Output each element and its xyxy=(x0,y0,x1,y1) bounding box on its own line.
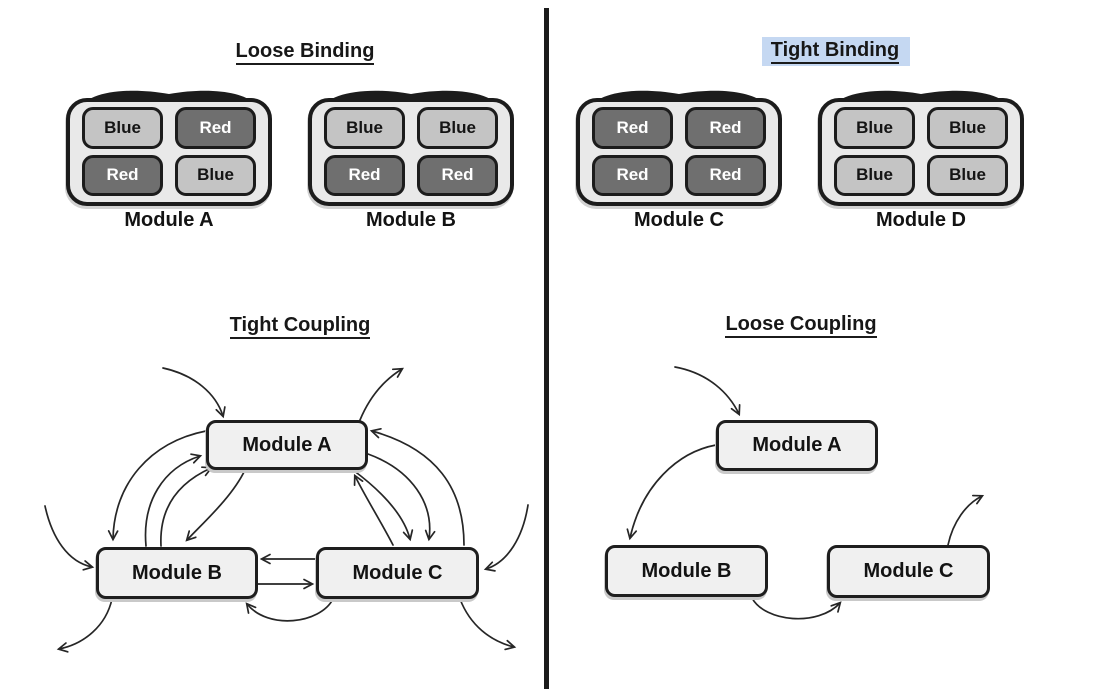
node-label: Module C xyxy=(352,561,443,584)
cell-red: Red xyxy=(417,154,498,196)
cell-blue: Blue xyxy=(927,107,1008,149)
cell-label: Blue xyxy=(197,165,234,185)
loose-coupling-node-module-a: Module A xyxy=(716,420,878,471)
binding-module-c: Red Red Red Red Module C xyxy=(574,85,784,235)
cell-label: Blue xyxy=(856,117,893,137)
cell-blue: Blue xyxy=(417,107,498,149)
loose-coupling-diagram: Module A Module B Module C xyxy=(560,300,1116,695)
node-label: Module A xyxy=(752,434,842,456)
cell-red: Red xyxy=(175,107,256,149)
cell-label: Red xyxy=(199,117,232,137)
arrow-c-to-external xyxy=(947,494,985,546)
loose-coupling-node-module-c: Module C xyxy=(827,545,990,598)
cell-label: Blue xyxy=(104,117,141,137)
cell-label: Blue xyxy=(949,165,986,185)
cell-label: Red xyxy=(709,165,742,185)
node-label: Module C xyxy=(863,560,954,582)
loose-coupling-title-text: Loose Coupling xyxy=(725,313,877,338)
arrow-external-to-c xyxy=(483,504,529,572)
binding-module-a: Blue Red Red Blue Module A xyxy=(64,85,274,235)
cell-red: Red xyxy=(592,154,673,196)
cell-red: Red xyxy=(685,107,766,149)
module-b-container: Blue Blue Red Red xyxy=(308,98,514,206)
cell-label: Blue xyxy=(439,117,476,137)
cell-red: Red xyxy=(324,154,405,196)
arrow-c-to-b-bottom-arc xyxy=(245,598,334,622)
cell-label: Red xyxy=(348,165,381,185)
arrow-c-to-external xyxy=(459,598,517,651)
tight-coupling-title: Tight Coupling xyxy=(140,314,460,339)
arrow-b-to-a-1 xyxy=(144,453,203,547)
cell-blue: Blue xyxy=(175,154,256,196)
arrow-a-to-external xyxy=(359,367,404,421)
arrow-b-to-external xyxy=(56,598,113,653)
panel-divider xyxy=(544,8,549,689)
loose-coupling-title: Loose Coupling xyxy=(641,313,961,338)
cell-red: Red xyxy=(82,154,163,196)
module-a-container: Blue Red Red Blue xyxy=(66,98,272,206)
cell-label: Red xyxy=(616,117,649,137)
arrow-external-to-a xyxy=(674,366,741,417)
tight-coupling-diagram: Module A Module B Module C xyxy=(20,300,545,695)
module-b-label: Module B xyxy=(366,209,456,231)
cell-label: Blue xyxy=(856,165,893,185)
module-c-container: Red Red Red Red xyxy=(576,98,782,206)
module-d-container: Blue Blue Blue Blue xyxy=(818,98,1024,206)
arrow-a-to-b-inner xyxy=(185,469,246,542)
binding-module-d: Blue Blue Blue Blue Module D xyxy=(816,85,1026,235)
module-c-label: Module C xyxy=(634,209,724,231)
cell-blue: Blue xyxy=(834,107,915,149)
cell-label: Red xyxy=(106,165,139,185)
loose-coupling-node-module-b: Module B xyxy=(605,545,768,597)
loose-binding-title: Loose Binding xyxy=(145,40,465,65)
cell-red: Red xyxy=(592,107,673,149)
arrow-b-to-c xyxy=(751,597,842,620)
cell-red: Red xyxy=(685,154,766,196)
arrow-a-to-c-2 xyxy=(352,469,414,542)
arrow-a-to-b xyxy=(626,444,717,541)
arrow-b-to-a-2 xyxy=(160,466,214,547)
cell-blue: Blue xyxy=(927,154,1008,196)
cell-blue: Blue xyxy=(82,107,163,149)
tight-coupling-title-text: Tight Coupling xyxy=(229,314,371,339)
arrow-a-to-c-1 xyxy=(367,453,436,542)
tight-coupling-node-module-a: Module A xyxy=(206,420,368,470)
cell-blue: Blue xyxy=(324,107,405,149)
arrow-c-to-a-inner xyxy=(353,473,394,546)
node-label: Module B xyxy=(132,561,222,584)
loose-coupling-arrows xyxy=(626,366,985,620)
loose-binding-title-text: Loose Binding xyxy=(235,40,375,65)
cell-label: Red xyxy=(616,165,649,185)
tight-binding-title: Tight Binding xyxy=(676,37,996,66)
arrow-c-to-a-outer xyxy=(369,427,465,546)
arrow-external-to-b xyxy=(44,505,95,571)
cell-label: Red xyxy=(709,117,742,137)
node-label: Module A xyxy=(242,433,332,456)
cell-label: Red xyxy=(441,165,474,185)
tight-binding-highlight: Tight Binding xyxy=(761,37,911,66)
node-label: Module B xyxy=(641,559,732,582)
cell-label: Blue xyxy=(949,117,986,137)
tight-coupling-node-module-c: Module C xyxy=(316,547,479,599)
cell-label: Blue xyxy=(346,117,383,137)
tight-binding-title-text: Tight Binding xyxy=(770,39,900,64)
arrow-external-to-a xyxy=(162,367,226,419)
module-d-label: Module D xyxy=(876,209,966,231)
arrow-a-to-b-outer xyxy=(107,430,207,542)
binding-module-b: Blue Blue Red Red Module B xyxy=(306,85,516,235)
cell-blue: Blue xyxy=(834,154,915,196)
module-a-label: Module A xyxy=(124,209,214,231)
tight-coupling-arrows xyxy=(44,367,529,653)
tight-coupling-node-module-b: Module B xyxy=(96,547,258,599)
